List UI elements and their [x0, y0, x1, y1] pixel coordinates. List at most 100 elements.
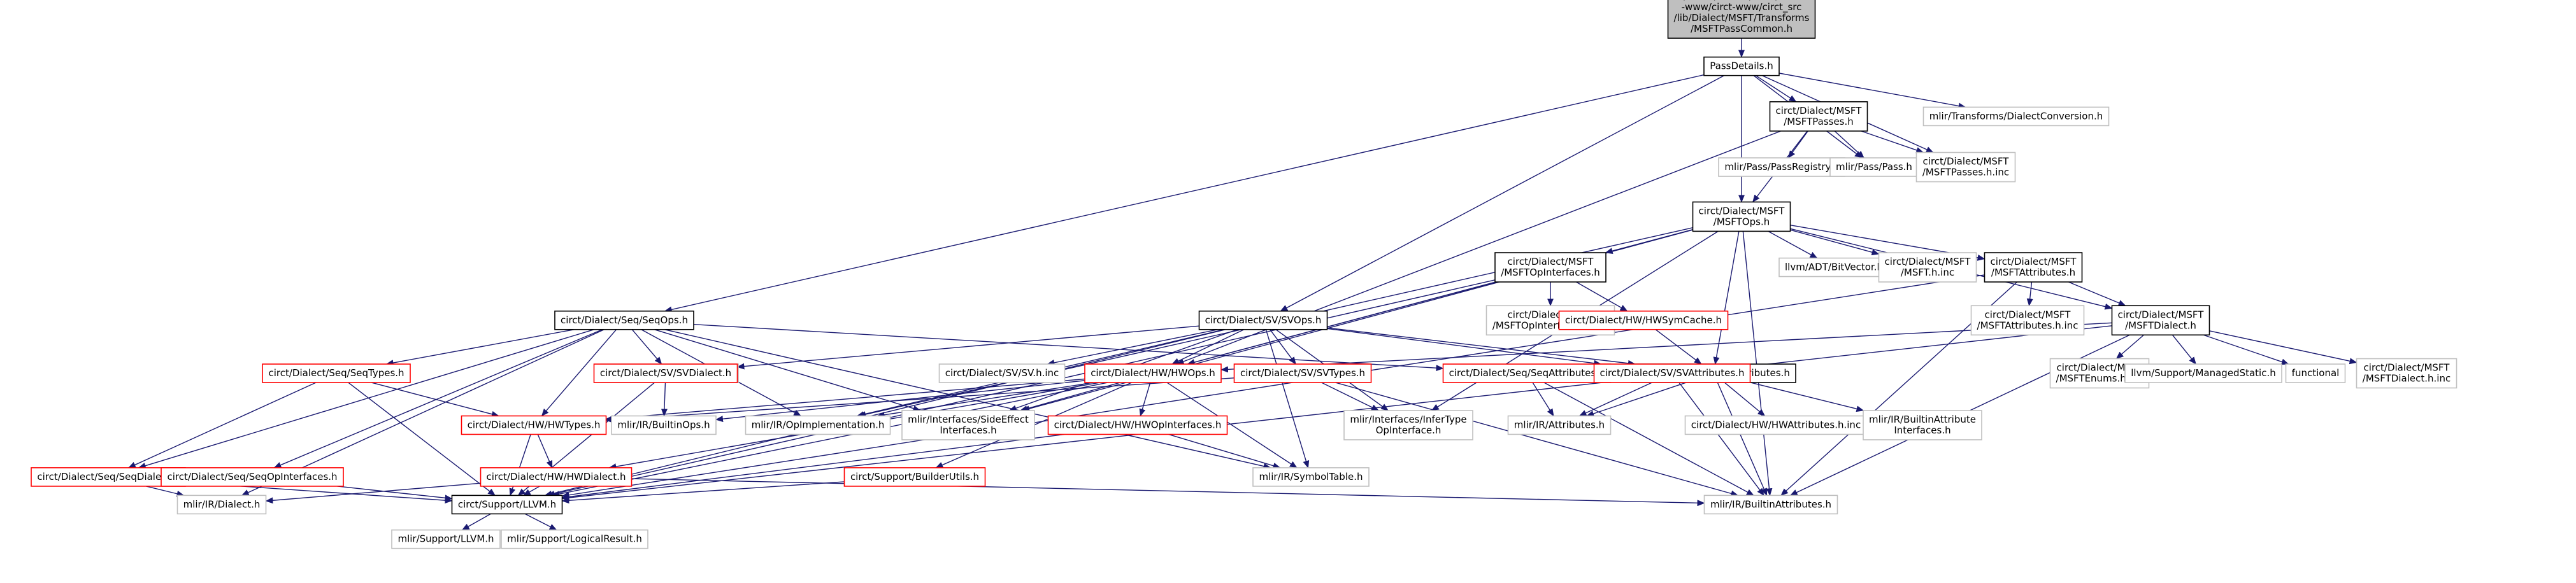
node-hwops[interactable]: circt/Dialect/HW/HWOps.h: [1084, 363, 1222, 383]
node-label: circt/Dialect/MSFT: [1508, 256, 1594, 267]
node-box: [2356, 358, 2458, 389]
node-box: [1667, 0, 1816, 39]
node-seqdialect[interactable]: circt/Dialect/Seq/SeqDialect.h: [31, 467, 186, 487]
edge-svtypes-to-builtinattributes: [1335, 382, 1739, 497]
edge-msftattributes-to-msftattributesinc: [2026, 281, 2033, 307]
node-hwattributesinc: circt/Dialect/HW/HWAttributes.h.inc: [1684, 415, 1868, 435]
node-hwopinterfaces[interactable]: circt/Dialect/HW/HWOpInterfaces.h: [1047, 415, 1228, 435]
node-hwdialect[interactable]: circt/Dialect/HW/HWDialect.h: [480, 467, 633, 487]
edge-seqops-to-seqinc: [631, 329, 662, 365]
node-svops[interactable]: circt/Dialect/SV/SVOps.h: [1198, 310, 1328, 330]
node-svtypes[interactable]: circt/Dialect/SV/SVTypes.h: [1233, 363, 1372, 383]
node-box: [1084, 363, 1222, 383]
node-box: [1915, 151, 2016, 183]
edge-hwattributes-to-irattributes: [1586, 382, 1687, 417]
node-seqtypes[interactable]: circt/Dialect/Seq/SeqTypes.h: [262, 363, 411, 383]
node-pass: mlir/Pass/Pass.h: [1829, 157, 1919, 177]
node-box: [461, 415, 607, 435]
node-label: circt/Dialect/MSFT: [2364, 362, 2451, 374]
edge-seqops-to-sideeffect: [654, 329, 921, 412]
edge-seqtypes-to-seqdialect: [127, 382, 317, 468]
node-label: mlir/IR/OpImplementation.h: [752, 419, 885, 430]
node-label: circt/Dialect/MSFT: [1923, 156, 2010, 167]
node-label: /lib/Dialect/MSFT/Transforms: [1674, 12, 1810, 24]
node-box: [2285, 363, 2346, 383]
edge-hwdialect-to-circtllvm: [522, 486, 540, 496]
node-msftdialect[interactable]: circt/Dialect/MSFT/MSFTDialect.h: [2111, 305, 2210, 336]
node-svattributes[interactable]: circt/Dialect/SV/SVAttributes.h: [1593, 363, 1751, 383]
node-msftdialectinc: circt/Dialect/MSFT/MSFTDialect.h.inc: [2356, 358, 2458, 389]
node-label: circt/Dialect/MSFT: [2057, 362, 2143, 374]
node-box: [1878, 252, 1977, 283]
node-label: circt/Dialect/MSFT: [1991, 256, 2077, 267]
node-label: llvm/Support/ManagedStatic.h: [2131, 367, 2276, 379]
edge-msftpasses-to-passregistry: [1787, 130, 1808, 158]
edge-msftops-to-hwattributes: [1713, 231, 1740, 365]
edge-seqops-to-seqopinterfaces: [273, 329, 603, 468]
node-box: [2124, 363, 2282, 383]
node-label: /MSFTAttributes.h: [1991, 267, 2075, 278]
node-box: [1252, 467, 1370, 487]
node-msftops[interactable]: circt/Dialect/MSFT/MSFTOps.h: [1692, 201, 1791, 232]
node-seqopinterfaces[interactable]: circt/Dialect/Seq/SeqOpInterfaces.h: [161, 467, 344, 487]
node-box: [1507, 415, 1612, 435]
edge-circtllvm-to-mlirllvm: [461, 513, 491, 531]
node-seqops[interactable]: circt/Dialect/Seq/SeqOps.h: [554, 310, 694, 330]
node-label: mlir/IR/BuiltinAttributes.h: [1710, 498, 1831, 510]
node-label: mlir/Interfaces/InferType: [1350, 414, 1466, 425]
node-seqattributes[interactable]: circt/Dialect/Seq/SeqAttributes.h: [1442, 363, 1612, 383]
node-label: mlir/IR/BuiltinAttribute: [1869, 414, 1976, 425]
edge-svdialect-to-builtinops: [661, 383, 668, 417]
node-builtinops: mlir/IR/BuiltinOps.h: [611, 415, 717, 435]
edge-svattributes-to-irattributes: [1578, 382, 1652, 417]
node-label: circt/Dialect/SV/SVTypes.h: [1240, 367, 1365, 379]
node-hwsymcache[interactable]: circt/Dialect/HW/HWSymCache.h: [1558, 310, 1729, 330]
node-box: [1718, 157, 1845, 177]
node-box: [1829, 157, 1919, 177]
node-msftopinterfaces[interactable]: circt/Dialect/MSFT/MSFTOpInterfaces.h: [1494, 252, 1606, 283]
edge-msftdialect-to-circtllvm: [561, 325, 2112, 501]
edge-seqops-to-hwtypes: [541, 329, 617, 417]
node-label: circt/Support/BuilderUtils.h: [850, 471, 979, 482]
edge-msftdialect-to-msftdialectinc: [2209, 330, 2358, 365]
node-managedstatic: llvm/Support/ManagedStatic.h: [2124, 363, 2282, 383]
node-circtllvm[interactable]: circt/Support/LLVM.h: [451, 495, 563, 515]
node-irattributes: mlir/IR/Attributes.h: [1507, 415, 1612, 435]
node-msftpasses[interactable]: circt/Dialect/MSFT/MSFTPasses.h: [1769, 101, 1868, 132]
node-box: [1343, 410, 1473, 440]
node-box: [1692, 201, 1791, 232]
node-label: circt/Dialect/MSFT: [1885, 256, 1971, 267]
node-label: mlir/Interfaces/SideEffect: [908, 414, 1029, 425]
node-builderutils[interactable]: circt/Support/BuilderUtils.h: [843, 467, 986, 487]
edge-passdetails-to-svops: [1280, 75, 1725, 312]
edge-passdetails-to-msftpasses: [1755, 75, 1797, 102]
node-dialectconversion: mlir/Transforms/DialectConversion.h: [1922, 106, 2110, 127]
node-box: [611, 415, 717, 435]
node-passdetails[interactable]: PassDetails.h: [1703, 56, 1780, 76]
edge-passdetails-to-seqops: [664, 74, 1705, 313]
node-label: circt/Dialect/Seq/SeqOps.h: [561, 314, 688, 326]
node-hwtypes[interactable]: circt/Dialect/HW/HWTypes.h: [461, 415, 607, 435]
node-label: circt/Dialect/Seq/SeqAttributes.h: [1449, 367, 1605, 379]
node-label: mlir/IR/Dialect.h: [183, 498, 261, 510]
node-msftattributes[interactable]: circt/Dialect/MSFT/MSFTAttributes.h: [1984, 252, 2083, 283]
edge-hwtypes-to-hwdialect: [537, 434, 553, 468]
edge-seqtypes-to-circtllvm: [348, 382, 496, 496]
edge-hwattributes-to-builtinattributes: [1717, 382, 1768, 496]
edge-seqdialect-to-irdialect: [146, 486, 185, 497]
node-root[interactable]: /home/runner/work/circt-www/circt-www/ci…: [1667, 0, 1816, 39]
node-box: [554, 310, 694, 330]
edge-svtypes-to-infertype: [1321, 382, 1380, 411]
node-logicalresult: mlir/Support/LogicalResult.h: [501, 529, 648, 549]
node-svdialect[interactable]: circt/Dialect/SV/SVDialect.h: [593, 363, 738, 383]
node-box: [262, 363, 411, 383]
node-label: circt/Dialect/HW/HWTypes.h: [468, 419, 601, 430]
node-label: circt/Dialect/Seq/SeqTypes.h: [268, 367, 404, 379]
edge-msftattributes-to-msftdialect: [2068, 281, 2126, 306]
node-bitvector: llvm/ADT/BitVector.h: [1778, 257, 1889, 277]
edge-hwsymcache-to-hwattributes: [1655, 329, 1702, 365]
node-label: /MSFT.h.inc: [1901, 267, 1954, 278]
node-box: [1984, 252, 2083, 283]
node-label: /MSFTDialect.h.inc: [2363, 373, 2451, 384]
